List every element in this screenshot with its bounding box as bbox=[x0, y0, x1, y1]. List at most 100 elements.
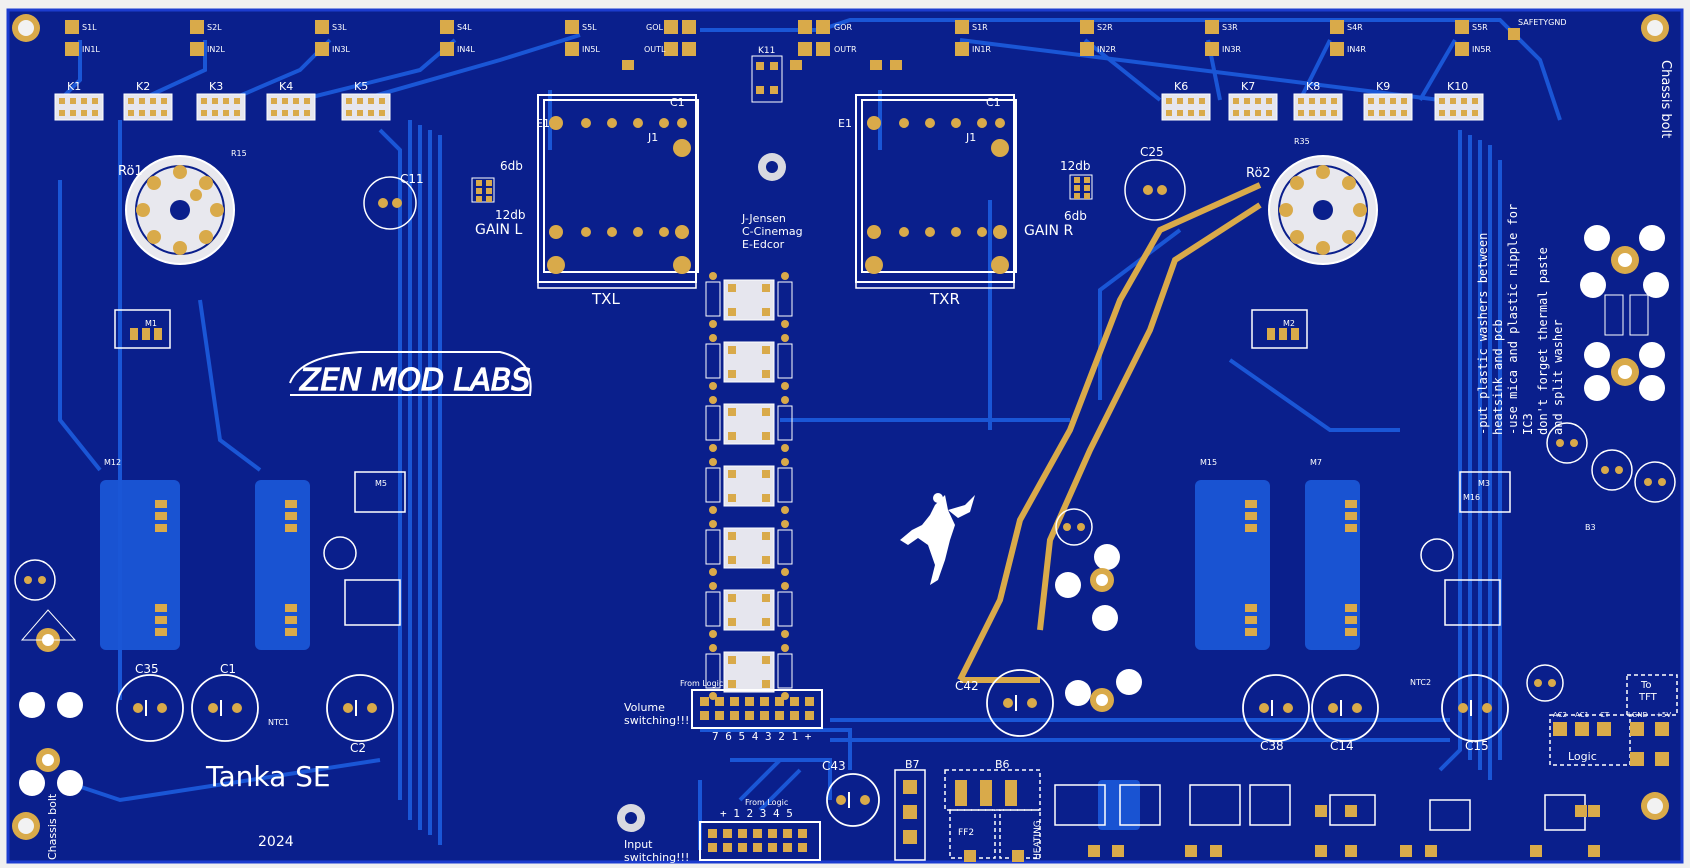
relay-k4-pin bbox=[282, 110, 288, 116]
volume-connector-pin bbox=[745, 697, 754, 706]
smd-pad bbox=[870, 60, 882, 70]
ladder-resistor bbox=[777, 343, 793, 379]
ladder-relay-pin bbox=[762, 494, 770, 502]
relay-k3-body bbox=[196, 93, 246, 121]
designator-m3: M3 bbox=[1478, 479, 1490, 488]
relay-k6-pin bbox=[1177, 98, 1183, 104]
relay-k4-pin bbox=[282, 98, 288, 104]
input-in1l-pad bbox=[65, 42, 79, 56]
board-title: Tanka SE bbox=[205, 760, 331, 793]
input-s2r-label: S2R bbox=[1097, 23, 1113, 32]
input-in1r-label: IN1R bbox=[972, 45, 991, 54]
ladder-relay-pin bbox=[728, 346, 736, 354]
input-connector-pin bbox=[723, 829, 732, 838]
relay-k2-pin bbox=[161, 98, 167, 104]
relay-k10-pin bbox=[1461, 98, 1467, 104]
relay-k5-pin bbox=[379, 98, 385, 104]
relay-k9-pin bbox=[1390, 98, 1396, 104]
ladder-relay-pin bbox=[762, 346, 770, 354]
relay-k3-pin bbox=[201, 98, 207, 104]
relay-k1-pin bbox=[70, 98, 76, 104]
tx-left-c1: C1 bbox=[670, 96, 685, 109]
relay-k9-pin bbox=[1368, 98, 1374, 104]
smd-pad bbox=[622, 60, 634, 70]
ladder-relay-pin bbox=[762, 432, 770, 440]
relay-k10-pin bbox=[1439, 110, 1445, 116]
relay-k3-pin bbox=[201, 110, 207, 116]
capacitor-label: C42 bbox=[955, 679, 979, 693]
capacitor-pad bbox=[1328, 703, 1338, 713]
relay-k6-body bbox=[1161, 93, 1211, 121]
input-s3r-pad bbox=[1205, 20, 1219, 34]
relay-k6-pin bbox=[1188, 110, 1194, 116]
relay-k2-pin bbox=[128, 98, 134, 104]
relay-k2-pin bbox=[128, 110, 134, 116]
tube-socket-right: Rö2 bbox=[1246, 155, 1378, 265]
ladder-relay-pin bbox=[728, 408, 736, 416]
input-s2r-pad bbox=[1080, 20, 1094, 34]
ladder-via bbox=[709, 630, 717, 638]
tube-right-label: Rö2 bbox=[1246, 166, 1271, 181]
ladder-relay-pin bbox=[728, 432, 736, 440]
relay-k11-pin bbox=[770, 86, 778, 94]
ladder-resistor bbox=[777, 281, 793, 317]
input-connector-pin bbox=[723, 843, 732, 852]
capacitor-label: C15 bbox=[1465, 739, 1489, 753]
relay-k1-body bbox=[54, 93, 104, 121]
capacitor-pad bbox=[1027, 698, 1037, 708]
transformer-left: E1 C1 J1 TXL bbox=[536, 94, 699, 308]
input-s4l-pad bbox=[440, 20, 454, 34]
input-in3r-pad bbox=[1205, 42, 1219, 56]
input-in5l-label: IN5L bbox=[582, 45, 600, 54]
note-line-3: -use mica and plastic nipple for bbox=[1506, 204, 1520, 435]
designator-m12: M12 bbox=[104, 458, 121, 467]
relay-k9-pin bbox=[1401, 98, 1407, 104]
board-year: 2024 bbox=[258, 834, 294, 850]
relay-k6-pin bbox=[1199, 110, 1205, 116]
input-in3r-label: IN3R bbox=[1222, 45, 1241, 54]
input-in3l-label: IN3L bbox=[332, 45, 350, 54]
ladder-relay-pin bbox=[762, 370, 770, 378]
ladder-relay-pin bbox=[762, 594, 770, 602]
ladder-resistor bbox=[777, 529, 793, 565]
relay-k9-body bbox=[1363, 93, 1413, 121]
relay-k1-pin bbox=[92, 98, 98, 104]
outr-label: OUTR bbox=[834, 45, 857, 54]
chassis-bolt-label-bottom: Chassis bolt bbox=[46, 793, 59, 860]
transformer-brand-legend: J-Jensen C-Cinemag E-Edcor bbox=[741, 212, 803, 251]
legend-line-1: J-Jensen bbox=[741, 212, 786, 225]
relay-k7-pin bbox=[1233, 98, 1239, 104]
ladder-relay-pin bbox=[762, 470, 770, 478]
ladder-via bbox=[709, 382, 717, 390]
outl-label: OUTL bbox=[644, 45, 666, 54]
designator-r35: R35 bbox=[1294, 137, 1310, 146]
input-s2l-label: S2L bbox=[207, 23, 222, 32]
tube-left-label: Rö1 bbox=[118, 164, 143, 179]
outr-pad-a bbox=[798, 42, 812, 56]
relay-k10-body bbox=[1434, 93, 1484, 121]
ladder-via bbox=[781, 272, 789, 280]
relay-k2-pin bbox=[150, 110, 156, 116]
relay-k6-pin bbox=[1177, 110, 1183, 116]
input-s5l-pad bbox=[565, 20, 579, 34]
input-connector-pin bbox=[783, 829, 792, 838]
bottom-pads bbox=[903, 722, 1669, 862]
relay-k9-label: K9 bbox=[1376, 80, 1390, 93]
logic-label: Logic bbox=[1568, 750, 1597, 763]
volume-from-logic: From Logic bbox=[680, 679, 723, 688]
capacitor-body bbox=[826, 773, 880, 827]
ladder-relay-pin bbox=[762, 308, 770, 316]
relay-k9-pin bbox=[1368, 110, 1374, 116]
logic-pin-lgnd: LGND bbox=[1628, 711, 1648, 719]
capacitor-pad bbox=[860, 795, 870, 805]
relay-k10-pin bbox=[1450, 98, 1456, 104]
relay-k2-body bbox=[123, 93, 173, 121]
safety-gnd-pad bbox=[1508, 28, 1520, 40]
relay-k8-pin bbox=[1320, 110, 1326, 116]
ladder-relay-pin bbox=[762, 408, 770, 416]
ladder-relay-pin bbox=[762, 532, 770, 540]
capacitor-pad bbox=[1259, 703, 1269, 713]
capacitor-pad bbox=[367, 703, 377, 713]
ladder-via bbox=[781, 644, 789, 652]
